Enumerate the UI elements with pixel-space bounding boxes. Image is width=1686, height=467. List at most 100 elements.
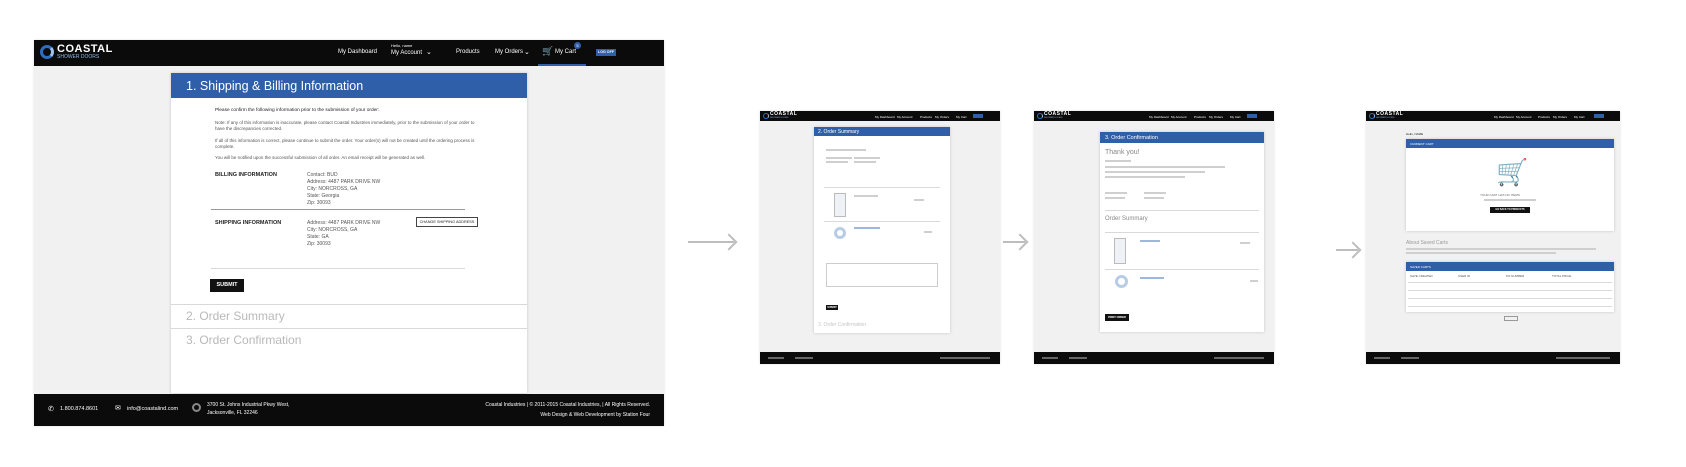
text-line: [1105, 192, 1127, 194]
site-header: COASTAL SHOWER DOORS My Dashboard Hello,…: [34, 40, 664, 66]
product-ring-image: [834, 227, 846, 239]
table-row[interactable]: [1408, 298, 1612, 299]
footer-email[interactable]: info@coastalind.com: [127, 406, 179, 412]
nav-dashboard[interactable]: My Dashboard: [338, 49, 378, 55]
footer-credit[interactable]: Web Design & Web Development by Station …: [540, 412, 650, 418]
greeting: Hello, name: [391, 43, 413, 48]
billing-contact: Contact: BUD: [307, 172, 338, 178]
flow-arrow: [1003, 241, 1025, 243]
submit-button[interactable]: SUBMIT: [826, 305, 838, 310]
step3-title: 3. Order Confirmation: [1105, 135, 1158, 141]
comments-box[interactable]: [826, 263, 938, 287]
nav-products[interactable]: Products: [1194, 115, 1206, 119]
table-row[interactable]: [1408, 282, 1612, 283]
cart-count-badge: 5: [574, 42, 581, 49]
nav-products[interactable]: Products: [456, 49, 480, 55]
note-paragraph: Note: If any of this information is inac…: [215, 120, 475, 131]
nav-my-orders[interactable]: My Orders: [935, 115, 950, 119]
step3-header: 3. Order Confirmation: [1100, 132, 1264, 143]
logout-button[interactable]: [1594, 114, 1604, 118]
notify-paragraph: You will be notified upon the successful…: [215, 155, 426, 160]
footer-line: [768, 357, 784, 359]
text-line: [1140, 277, 1164, 279]
footer-phone[interactable]: 1.800.874.8601: [60, 406, 99, 412]
thumb-footer: [1034, 352, 1274, 364]
nav-my-account[interactable]: My Account: [1171, 115, 1187, 119]
nav-products[interactable]: Products: [1538, 115, 1550, 119]
text-line: [1240, 242, 1250, 244]
logo-ring-icon: [763, 112, 769, 119]
confirmation-panel: 3. Order Confirmation Thank you! Order S…: [1100, 132, 1264, 332]
footer-line: [1214, 357, 1264, 359]
email-icon: ✉: [115, 405, 121, 412]
nav-my-cart[interactable]: My Cart: [1230, 115, 1241, 119]
nav-dashboard[interactable]: My Dashboard: [1149, 115, 1169, 119]
chevron-down-icon[interactable]: ⌄: [426, 49, 432, 56]
column-header: SAVE CREATED: [1410, 274, 1433, 278]
go-back-to-products-button[interactable]: GO BACK TO PRODUCTS: [1490, 207, 1530, 213]
nav-products[interactable]: Products: [920, 115, 932, 119]
divider: [824, 221, 940, 222]
chevron-down-icon[interactable]: ⌄: [524, 49, 530, 56]
brand-logo: COASTAL SHOWER DOORS: [1037, 112, 1071, 119]
nav-my-account[interactable]: My Account: [391, 50, 423, 56]
nav-my-orders[interactable]: My Orders: [495, 49, 524, 55]
footer-line: [1374, 357, 1390, 359]
step2-title: 2. Order Summary: [818, 129, 860, 135]
cart-active-underline: [538, 64, 586, 66]
footer-line: [795, 357, 813, 359]
brand-logo[interactable]: COASTAL SHOWER DOORS: [40, 44, 113, 60]
flow-arrow: [688, 241, 734, 243]
product-image: [834, 193, 846, 217]
logo-ring-icon: [40, 45, 54, 59]
step3-title[interactable]: 3. Order Confirmation: [186, 333, 302, 347]
submit-button[interactable]: SUBMIT: [210, 279, 244, 292]
divider: [1105, 210, 1259, 211]
footer-copyright: Coastal Industries | © 2011-2015 Coastal…: [485, 402, 650, 408]
billing-zip: Zip: 30093: [307, 200, 331, 206]
brand-logo: COASTAL SHOWER DOORS: [1369, 112, 1403, 119]
footer-line: [1401, 357, 1419, 359]
nav-my-orders[interactable]: My Orders: [1553, 115, 1568, 119]
cart-icon[interactable]: 🛒: [542, 46, 554, 56]
saved-cart-action-button[interactable]: [1504, 316, 1518, 321]
thumb-footer: [760, 352, 1000, 364]
nav-my-account[interactable]: My Account: [1516, 115, 1532, 119]
footer-line: [940, 357, 990, 359]
text-line: [924, 231, 932, 233]
current-cart-title: CURRENT CART: [1410, 142, 1434, 146]
order-confirmation-screen: COASTAL SHOWER DOORS My Dashboard My Acc…: [1034, 111, 1274, 364]
logo-ring-icon: [1037, 112, 1043, 119]
step2-title[interactable]: 2. Order Summary: [186, 309, 285, 323]
table-row[interactable]: [1408, 290, 1612, 291]
table-row[interactable]: [1408, 306, 1612, 307]
empty-cart-icon: 🛒: [1496, 157, 1529, 187]
greeting: Hello, NAME: [1406, 132, 1424, 136]
text-line: [1105, 166, 1225, 168]
footer-line: [1556, 357, 1610, 359]
change-shipping-address-button[interactable]: CHANGE SHIPPING ADDRESS: [416, 217, 478, 227]
nav-dashboard[interactable]: My Dashboard: [1494, 115, 1514, 119]
billing-city: City: NORCROSS, GA: [307, 186, 358, 192]
logout-button[interactable]: LOG OFF: [596, 49, 616, 56]
divider: [1105, 232, 1259, 233]
nav-my-cart[interactable]: My Cart: [555, 49, 576, 55]
current-cart-panel: CURRENT CART 🛒 YOUR CART HAS NO ITEMS GO…: [1406, 139, 1614, 231]
nav-my-account[interactable]: My Account: [897, 115, 913, 119]
nav-my-cart[interactable]: My Cart: [956, 115, 967, 119]
nav-my-orders[interactable]: My Orders: [1209, 115, 1224, 119]
logout-button[interactable]: [1247, 114, 1257, 118]
print-order-button[interactable]: PRINT ORDER: [1105, 314, 1129, 321]
summary-panel: 2. Order Summary SUBMIT 3. Order Confirm…: [814, 127, 950, 333]
logo-ring-icon: [1369, 112, 1375, 119]
logout-button[interactable]: [973, 114, 983, 118]
step1-header[interactable]: 1. Shipping & Billing Information: [171, 73, 527, 98]
nav-dashboard[interactable]: My Dashboard: [875, 115, 895, 119]
nav-my-cart[interactable]: My Cart: [1574, 115, 1585, 119]
empty-cart-text: YOUR CART HAS NO ITEMS: [1480, 193, 1520, 197]
divider: [211, 268, 465, 269]
phone-icon: ✆: [48, 406, 54, 413]
product-image: [1114, 238, 1126, 264]
text-line: [854, 227, 880, 229]
divider: [824, 187, 940, 188]
